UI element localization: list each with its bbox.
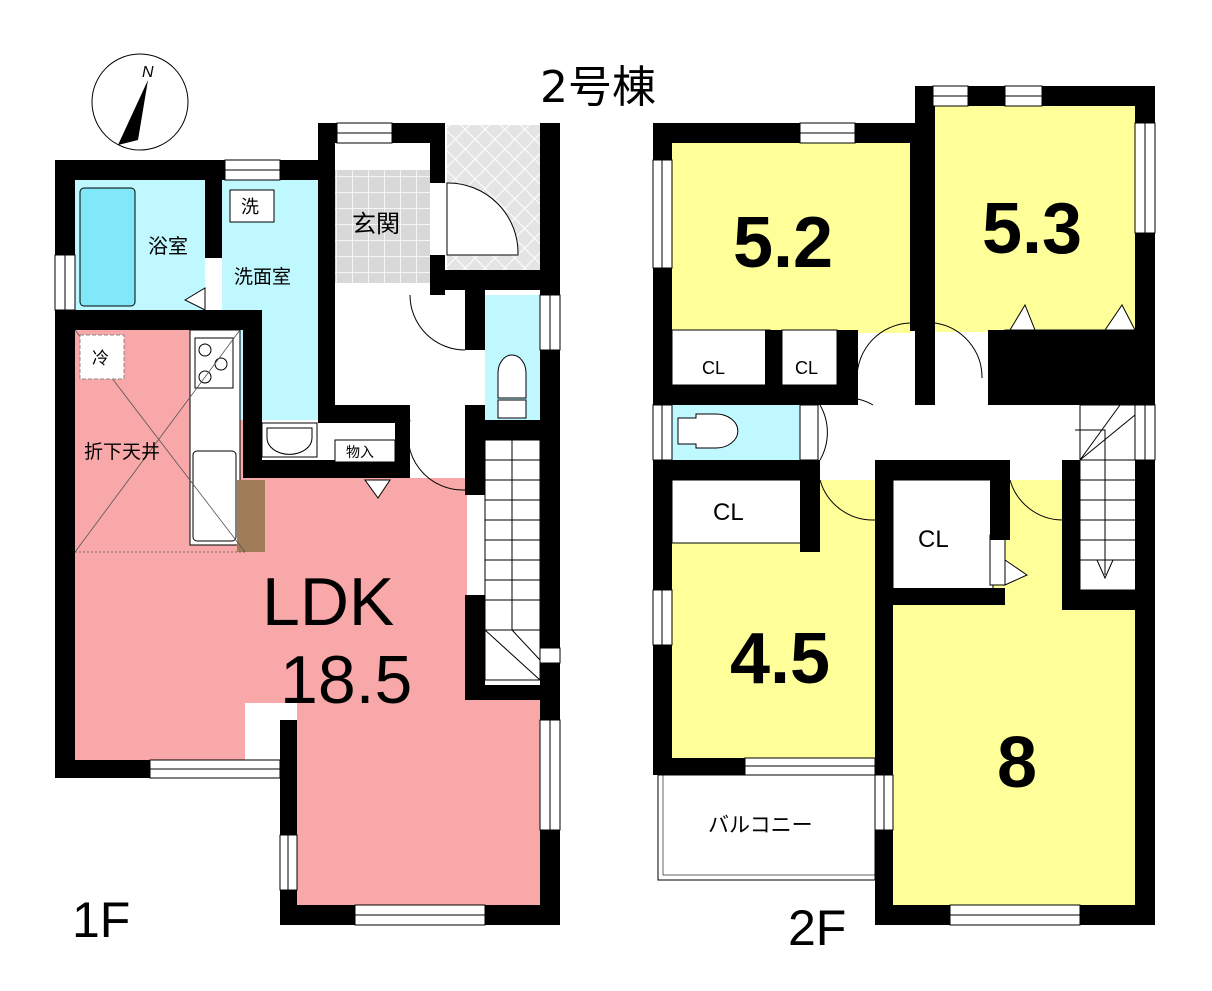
compass-north-label: N	[142, 64, 154, 81]
floor-label-2f: 2F	[788, 900, 846, 956]
storage-label: 物入	[346, 445, 374, 461]
closet-label: CL	[713, 499, 744, 526]
fridge-label: 冷	[92, 349, 109, 369]
floor-1: 浴室 洗 洗面室 玄関 冷 折下天井 物入 LDK 18.5 1F	[54, 122, 561, 948]
closet-label: CL	[795, 358, 818, 378]
washer-label: 洗	[241, 197, 259, 218]
closet-label: CL	[1057, 358, 1080, 378]
room-label-washroom: 洗面室	[234, 266, 291, 288]
balcony	[657, 774, 876, 881]
stove-icon	[194, 337, 234, 389]
building-title: 2号棟	[540, 62, 656, 113]
ldk-name: LDK	[262, 564, 394, 640]
room-label-entrance: 玄関	[352, 210, 400, 238]
room-label-b: 5.3	[982, 189, 1082, 269]
room-label-c: 4.5	[730, 619, 830, 699]
closet-label: CL	[918, 526, 949, 553]
closet-label: CL	[702, 358, 725, 378]
room-label-a: 5.2	[733, 203, 833, 283]
stairs-2f	[1075, 404, 1138, 591]
room-b-floor	[935, 106, 1135, 332]
fridge-box	[79, 334, 125, 380]
bathtub	[79, 187, 136, 307]
room-a-floor	[672, 143, 912, 333]
lowered-ceiling-label: 折下天井	[84, 441, 160, 463]
windows-2f	[652, 85, 1156, 926]
floor-2: 5.2 5.3 4.5 8 CL CL CL CL CL バルコニー 2F	[652, 85, 1156, 956]
wood-panel	[237, 480, 265, 552]
floor-label-1f: 1F	[72, 892, 130, 948]
room-label-d: 8	[997, 723, 1037, 803]
balcony-label: バルコニー	[708, 813, 813, 837]
compass-icon: N	[91, 53, 189, 151]
stairs-1f	[484, 439, 541, 681]
windows-1f	[54, 122, 561, 926]
room-label-bath: 浴室	[148, 234, 188, 258]
entrance-floor	[335, 170, 430, 283]
sink-icon	[192, 450, 237, 542]
ldk-size: 18.5	[280, 642, 412, 718]
